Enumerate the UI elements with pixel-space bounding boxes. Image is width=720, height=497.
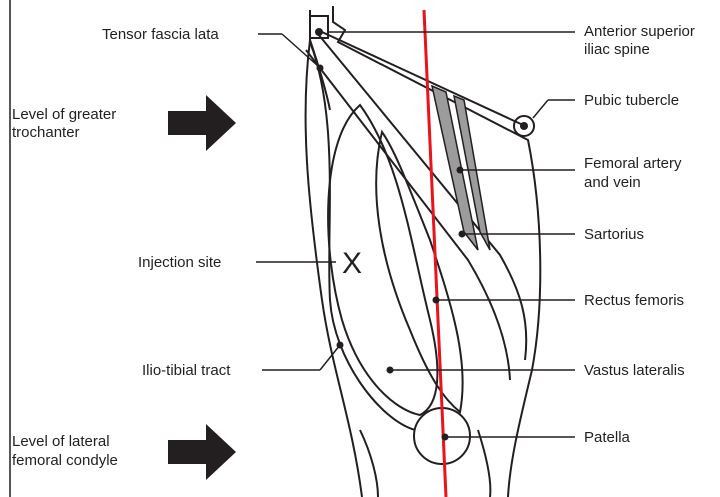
leader-pubic [533,100,548,118]
tensor-fascia-lata-shape [310,42,415,430]
label-level-lateral-condyle-line1: Level of lateral [12,433,110,450]
injection-mark: X [342,247,362,280]
tensor-dot [317,65,324,72]
red-guide-line [424,10,446,497]
pubic-tubercle-dot [520,122,528,130]
sartorius-shape [318,34,526,360]
label-injection-site: Injection site [138,254,221,271]
label-patella: Patella [584,429,631,446]
label-pubic-tubercle: Pubic tubercle [584,92,679,109]
label-level-lateral-condyle-line2: femoral condyle [12,452,118,469]
arrow-right-icon [168,424,236,480]
asis-dot [315,28,323,36]
label-ilio-tibial-tract: Ilio-tibial tract [142,362,231,379]
label-level-greater-trochanter-line2: trochanter [12,124,80,141]
label-tensor-fascia-lata: Tensor fascia lata [102,26,219,43]
leader-ilio-tibial-2 [320,345,340,370]
arrow-right-icon [168,95,236,151]
label-sartorius: Sartorius [584,226,644,243]
thigh-outline-right [333,6,540,497]
label-level-greater-trochanter-line1: Level of greater [12,106,116,123]
label-asis-line1: Anterior superior [584,23,695,40]
lower-leg-outline [360,430,378,497]
label-asis-line2: iliac spine [584,41,650,58]
label-femoral-vessels-line2: and vein [584,174,641,191]
label-vastus-lateralis: Vastus lateralis [584,362,685,379]
lower-leg-outline-2 [478,430,490,497]
label-rectus-femoris: Rectus femoris [584,292,684,309]
label-femoral-vessels-line1: Femoral artery [584,155,682,172]
